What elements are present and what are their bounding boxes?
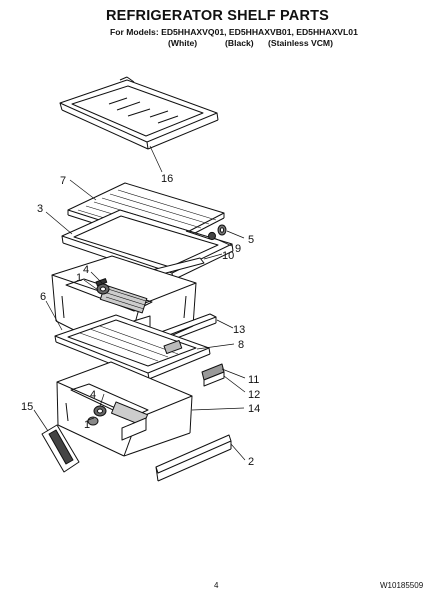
callout-2: 2 [248,456,254,468]
callout-11: 11 [248,374,259,386]
callout-12: 12 [248,389,260,401]
callout-4-upper: 4 [83,264,89,276]
callout-8: 8 [238,339,244,351]
callout-9: 9 [235,243,241,255]
lower-crisper-drawer [56,361,193,457]
callout-3: 3 [37,203,43,215]
bottom-trim [155,434,232,482]
color-white: (White) [168,38,198,48]
page-number: 4 [214,581,219,590]
color-black: (Black) [225,38,254,48]
callout-5: 5 [248,234,254,246]
callout-14: 14 [248,403,260,415]
drawer-bracket [201,363,225,387]
callout-6: 6 [40,291,46,303]
leader-lines [33,145,246,461]
document-number: W10185509 [380,581,424,590]
middle-shelf-frame [54,314,211,380]
callout-7: 7 [60,175,66,187]
shelf-pin [208,224,227,241]
callout-1-lower: 1 [84,419,90,431]
callout-13: 13 [233,324,245,336]
color-stainless: (Stainless VCM) [268,38,333,48]
callout-4-lower: 4 [90,389,96,401]
page-title: REFRIGERATOR SHELF PARTS [105,8,330,24]
callout-16: 16 [161,173,173,185]
callout-15: 15 [21,401,33,413]
callout-1-upper: 1 [76,272,82,284]
drawer-label [41,424,80,473]
models-line: For Models: ED5HHAXVQ01, ED5HHAXVB01, ED… [110,27,358,37]
callout-10: 10 [222,250,234,262]
top-glass-shelf [59,76,219,150]
humidity-control-lower [87,405,107,426]
callout-labels: 16 7 3 5 9 10 4 1 6 13 8 11 12 4 14 15 1… [21,173,260,468]
humidity-control-upper [95,278,110,295]
